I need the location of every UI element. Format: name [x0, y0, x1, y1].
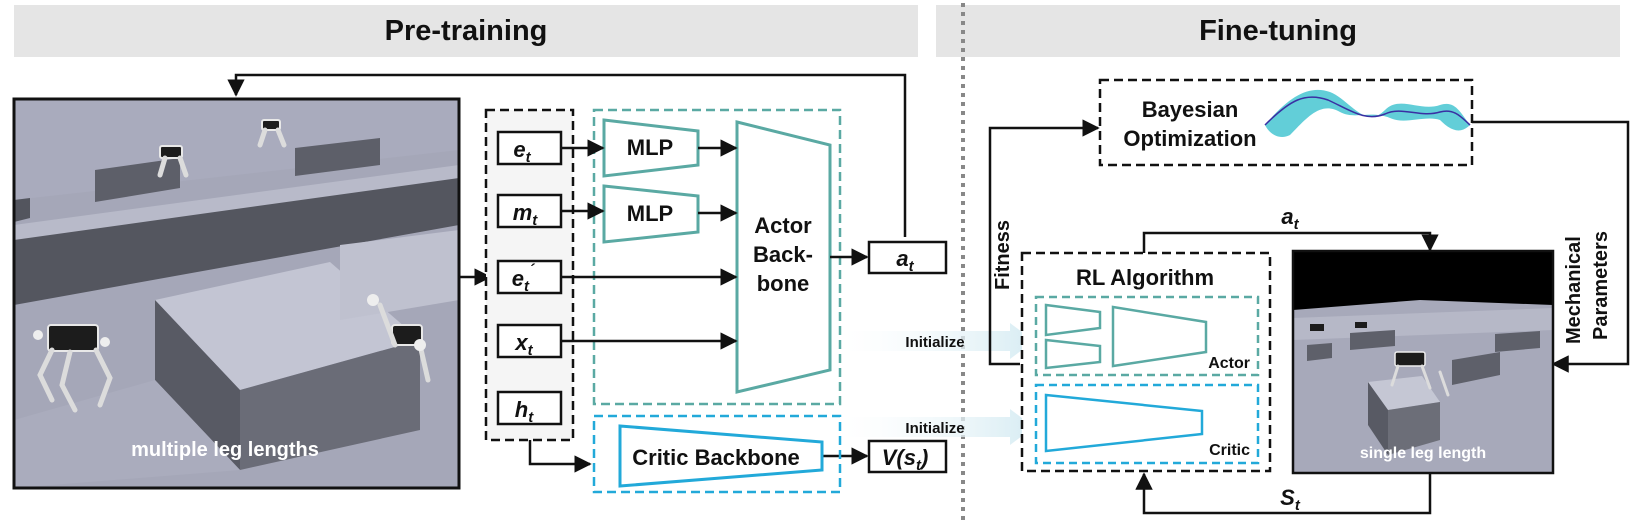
fitness-label: Fitness [992, 220, 1014, 290]
critic-group [592, 414, 842, 494]
mlp-2: MLP [602, 184, 700, 244]
input-m: mt [496, 193, 563, 229]
finetune-action-arrow [1142, 231, 1439, 253]
finetune-state-arrow [1135, 472, 1432, 515]
rl-critic-label: Critic [1209, 442, 1250, 459]
svg-text:mt: mt [513, 200, 539, 229]
mlp-1: MLP [602, 118, 700, 178]
mechanical-label-1: Mechanical [1563, 236, 1585, 344]
rl-algorithm-box: RL Algorithm Actor Critic [1020, 251, 1272, 473]
finetune-action-label: at [1281, 204, 1299, 233]
action-feedback-arrow [227, 73, 907, 237]
finetuning-image-caption: single leg length [1360, 445, 1486, 462]
finetuning-title: Fine-tuning [1199, 14, 1357, 47]
input-h: ht [496, 390, 563, 426]
svg-text:Initialize: Initialize [905, 334, 964, 351]
finetune-state-label: St [1280, 485, 1301, 514]
input-x: xt [496, 323, 563, 359]
bo-mean-curve [1264, 96, 1471, 126]
pretraining-banner: Pre-training [14, 5, 918, 57]
svg-text:et: et [513, 137, 531, 166]
svg-text:V(st): V(st) [882, 445, 929, 474]
bayesian-optimization-box: Bayesian Optimization [1098, 78, 1474, 167]
initialize-actor-arrow: Initialize [843, 323, 1034, 359]
svg-text:Back-: Back- [753, 242, 813, 267]
svg-text:xt: xt [514, 330, 533, 359]
svg-text:at: at [896, 246, 914, 275]
svg-text:Initialize: Initialize [905, 420, 964, 437]
input-e-prime: et´ [496, 259, 563, 295]
svg-text:bone: bone [757, 271, 810, 296]
svg-text:MLP: MLP [627, 201, 673, 226]
mechanical-parameters-arrow [1472, 120, 1630, 373]
value-output: V(st) [867, 439, 948, 474]
input-arrows [528, 139, 869, 473]
svg-text:Optimization: Optimization [1123, 126, 1256, 151]
svg-text:Actor: Actor [754, 213, 812, 238]
initialize-critic-arrow: Initialize [843, 409, 1034, 445]
svg-text:MLP: MLP [627, 135, 673, 160]
svg-text:Bayesian: Bayesian [1142, 97, 1239, 122]
finetuning-banner: Fine-tuning [936, 5, 1620, 57]
rl-actor-label: Actor [1208, 355, 1250, 372]
critic-backbone: Critic Backbone [618, 424, 824, 488]
rl-actor-group [1034, 295, 1260, 377]
svg-text:Critic Backbone: Critic Backbone [632, 445, 800, 470]
pretraining-simulation-image: multiple leg lengths [12, 97, 461, 490]
mechanical-label-2: Parameters [1590, 231, 1612, 340]
finetuning-simulation-image: single leg length [1291, 249, 1555, 475]
actor-backbone: Actor Back- bone [735, 120, 832, 394]
action-output: at [867, 240, 948, 275]
input-e: et [496, 130, 563, 166]
svg-text:ht: ht [515, 397, 534, 426]
bo-confidence-band [1265, 89, 1470, 137]
rl-critic-group [1034, 383, 1260, 465]
svg-text:et´: et´ [512, 262, 536, 295]
svg-text:RL Algorithm: RL Algorithm [1076, 265, 1214, 290]
fitness-arrow [988, 119, 1100, 366]
pretraining-image-caption: multiple leg lengths [131, 439, 319, 461]
pretraining-title: Pre-training [384, 14, 548, 47]
